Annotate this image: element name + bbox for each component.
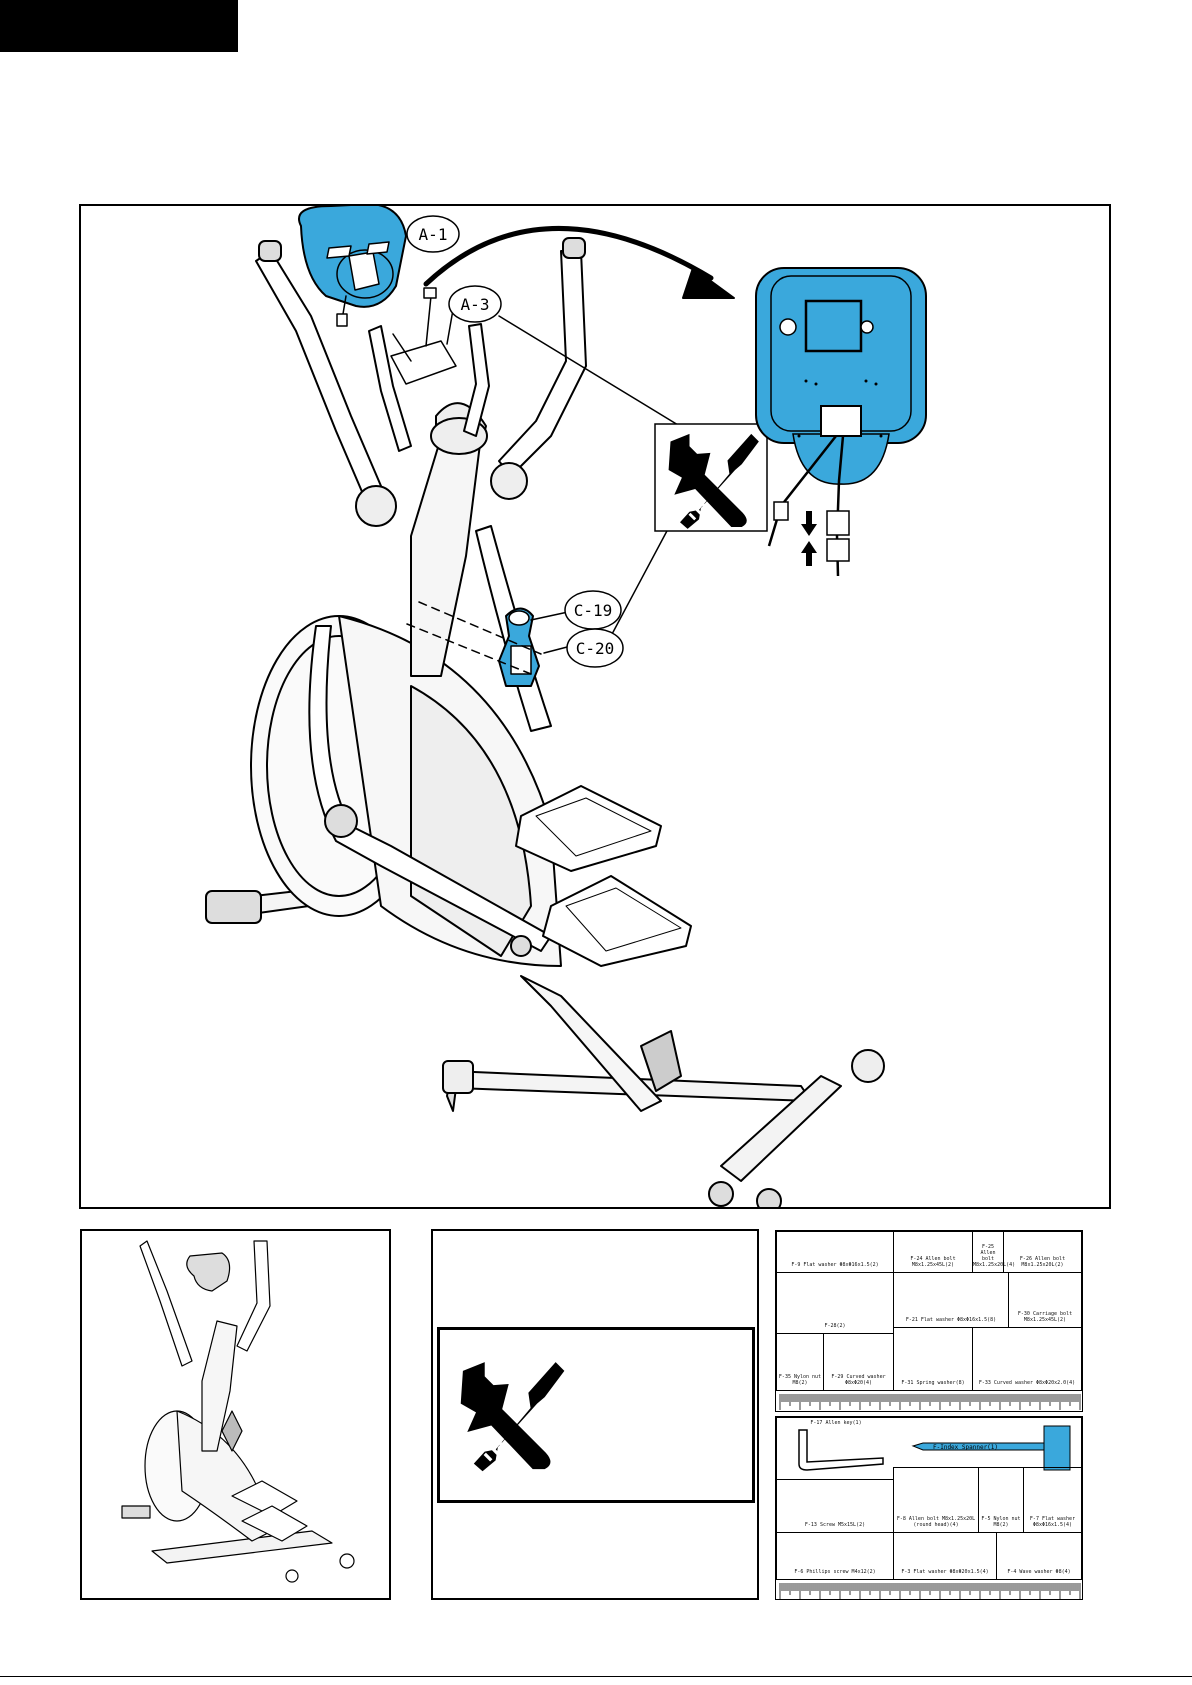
hardware-cell: F-8 Allen bolt M8x1.25x20L (round head)(… <box>893 1467 979 1533</box>
hardware-cell: F-13 Screw M5x15L(2) <box>776 1479 894 1533</box>
hardware-cell: F-29 Curved washer Φ8xΦ20(4) <box>823 1333 894 1391</box>
callout-a3-label: A-3 <box>461 295 490 314</box>
console-back-detail <box>755 267 927 577</box>
hardware-cell: F-28(2) <box>776 1272 894 1334</box>
wrench-screwdriver-icon <box>460 1362 565 1472</box>
page-footer-rule <box>0 1676 1192 1677</box>
tools-inner-box <box>437 1327 755 1503</box>
hardware-cell: F-6 Phillips screw M4x12(2) <box>776 1532 894 1580</box>
hardware-cell: F-9 Flat washer Φ8xΦ16x1.5(2) <box>776 1231 894 1273</box>
callout-a3: A-3 <box>448 285 502 323</box>
measuring-ruler <box>778 1581 1082 1599</box>
hardware-cell: F-30 Carriage bolt M8x1.25x45L(2) <box>1008 1272 1082 1328</box>
tool-box <box>654 423 768 532</box>
callout-a1-label: A-1 <box>419 225 448 244</box>
hardware-cell: F-5 Nylon nut M8(2) <box>978 1467 1024 1533</box>
hardware-panel-bottom: F-17 Allen key(1) F-Index Spanner(1) F-1… <box>775 1416 1083 1600</box>
hardware-cell: F-33 Curved washer Φ8xΦ20x2.0(4) <box>972 1327 1082 1391</box>
hardware-panel-top: F-9 Flat washer Φ8xΦ16x1.5(2) F-24 Allen… <box>775 1230 1083 1412</box>
wrench-screwdriver-icon <box>668 433 759 529</box>
callout-c19-label: C-19 <box>574 601 613 620</box>
hardware-cell: F-35 Nylon nut M8(2) <box>776 1333 824 1391</box>
hardware-cell: F-25 Allen bolt M8x1.25x20L(4) <box>972 1231 1015 1273</box>
hardware-cell: F-21 Flat washer Φ8xΦ16x1.5(8) <box>893 1272 1009 1328</box>
measuring-ruler <box>778 1392 1082 1410</box>
callout-c19: C-19 <box>564 590 622 630</box>
svg-text:F-Index Spanner(1): F-Index Spanner(1) <box>933 1444 998 1451</box>
allen-key-icon <box>798 1429 884 1471</box>
hardware-cell: F-24 Allen bolt M8x1.25x45L(2) <box>893 1231 973 1273</box>
assembly-diagram-frame: A-1 A-3 C-19 C-20 <box>79 203 1111 1214</box>
hardware-cell: F-31 Spring washer(8) <box>893 1327 973 1391</box>
curved-arrow-icon <box>423 225 714 287</box>
hardware-cell: F-4 Wave washer Φ8(4) <box>996 1532 1082 1580</box>
thumbnail-illustration <box>121 1240 355 1583</box>
down-arrow-icon <box>801 511 817 536</box>
completed-assembly-thumbnail <box>80 1229 391 1600</box>
hardware-cell: F-7 Flat washer Φ8xΦ16x1.5(4) <box>1023 1467 1082 1533</box>
spanner-tool-icon: F-Index Spanner(1) <box>911 1425 1071 1471</box>
callout-a1: A-1 <box>406 215 460 253</box>
assembly-illustration: A-1 A-3 C-19 C-20 <box>205 203 927 1214</box>
tools-frame <box>431 1229 759 1600</box>
hardware-cell: F-26 Allen bolt M8x1.25x20L(2) <box>1003 1231 1082 1273</box>
hardware-cell: F-3 Flat washer Φ8xΦ20x1.5(4) <box>893 1532 997 1580</box>
callout-c20-label: C-20 <box>576 639 615 658</box>
hardware-cell: F-17 Allen key(1) F-Index Spanner(1) <box>776 1417 1082 1479</box>
up-arrow-icon <box>801 541 817 566</box>
callout-c20: C-20 <box>566 628 624 668</box>
page-corner-tab <box>0 0 238 52</box>
